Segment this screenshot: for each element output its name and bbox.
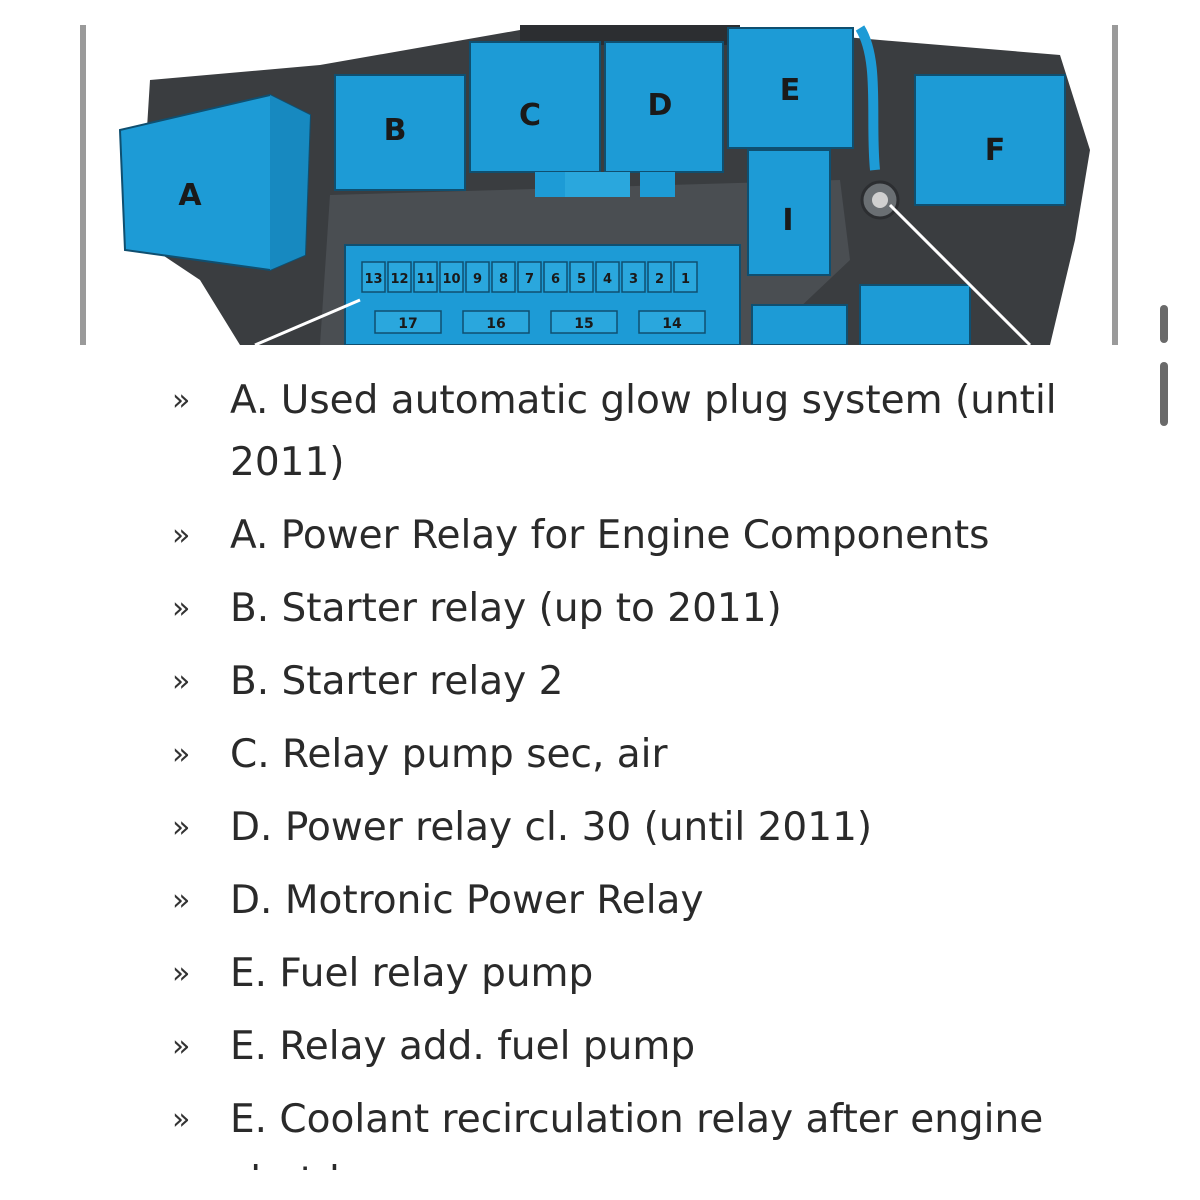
fuse-slot <box>465 261 490 293</box>
fuse-number: 7 <box>525 272 534 287</box>
relay-list-item-text: E. Relay add. fuel pump <box>230 1024 696 1069</box>
relay-list-item: » D. Power relay cl. 30 (until 2011) <box>0 797 1200 859</box>
fuse-number: 8 <box>499 272 508 287</box>
fuse-slot-large <box>638 310 706 334</box>
bullet-icon: » <box>172 810 191 845</box>
relay-i: I <box>747 149 831 276</box>
fuse-slot <box>647 261 672 293</box>
relay-label-e: E <box>780 73 801 108</box>
relay-list-item: » B. Starter relay (up to 2011) <box>0 578 1200 640</box>
bullet-icon: » <box>172 737 191 772</box>
fuse-slot-large <box>462 310 530 334</box>
fuse-number: 10 <box>442 272 460 287</box>
bullet-icon: » <box>172 383 191 418</box>
fuse-top-row: 13 12 11 10 9 8 7 6 5 4 3 2 1 <box>361 261 698 293</box>
relay-e: E <box>727 27 854 149</box>
bullet-icon: » <box>172 883 191 918</box>
fuse-number: 12 <box>390 272 408 287</box>
fuse-number: 1 <box>681 272 690 287</box>
fuse-number: 4 <box>603 272 612 287</box>
pointer-line-left <box>254 298 361 345</box>
fuse-slot <box>595 261 620 293</box>
bullet-icon: » <box>172 1102 191 1137</box>
cable <box>855 25 880 171</box>
relay-list-item-text: E. Fuel relay pump <box>230 951 594 996</box>
relay-list-item-text: A. Power Relay for Engine Components <box>230 513 990 558</box>
relay-label-b: B <box>384 113 407 148</box>
viewport-bottom-edge <box>0 1170 1200 1200</box>
fuse-number: 13 <box>364 272 382 287</box>
relay-box-diagram: A B C D E F I <box>80 25 1118 345</box>
relay-list-item-text: B. Starter relay 2 <box>230 659 564 704</box>
bullet-icon: » <box>172 956 191 991</box>
relay-f: F <box>914 74 1066 206</box>
diagram-frame-left <box>80 25 86 345</box>
fuse-number-large: 15 <box>574 316 593 332</box>
fuse-number-large: 16 <box>486 316 505 332</box>
relay-d: D <box>604 41 724 173</box>
fuse-block: 13 12 11 10 9 8 7 6 5 4 3 2 1 17 16 15 14 <box>344 244 741 345</box>
relay-b: B <box>334 74 466 191</box>
fuse-slot-large <box>374 310 442 334</box>
fuse-number: 11 <box>416 272 434 287</box>
relay-label-i: I <box>782 203 793 238</box>
fuse-number-large: 14 <box>662 316 682 332</box>
fuse-number: 6 <box>551 272 560 287</box>
relay-label-f: F <box>985 133 1006 168</box>
bullet-icon: » <box>172 664 191 699</box>
relay-list-item: » D. Motronic Power Relay <box>0 870 1200 932</box>
fuse-number: 3 <box>629 272 638 287</box>
relay-list-item: » A. Used automatic glow plug system (unt… <box>0 370 1200 494</box>
relay-list-item-text: C. Relay pump sec, air <box>230 732 668 777</box>
bullet-icon: » <box>172 591 191 626</box>
fuse-number: 2 <box>655 272 664 287</box>
fuse-slot-large <box>550 310 618 334</box>
relay-list-item: » E. Fuel relay pump <box>0 943 1200 1005</box>
relay-list-item: » B. Starter relay 2 <box>0 651 1200 713</box>
bullet-icon: » <box>172 518 191 553</box>
fuse-slot <box>621 261 646 293</box>
fuse-slot <box>517 261 542 293</box>
scrollbar-handle-top[interactable] <box>1160 305 1168 343</box>
relay-list-item-text: A. Used automatic glow plug system (unti… <box>230 378 1057 485</box>
relay-label-c: C <box>519 98 541 133</box>
pointer-line-right <box>888 203 1032 345</box>
fuse-slot <box>569 261 594 293</box>
fuse-slot <box>387 261 412 293</box>
fuse-slot <box>673 261 698 293</box>
relay-list-item-text: B. Starter relay (up to 2011) <box>230 586 782 631</box>
bullet-icon: » <box>172 1029 191 1064</box>
fuse-bottom-row: 17 16 15 14 <box>374 310 706 334</box>
fuse-slot <box>361 261 386 293</box>
relay-description-list: » A. Used automatic glow plug system (unt… <box>0 370 1200 1200</box>
diagram-frame-right <box>1112 25 1118 345</box>
relay-c: C <box>469 41 601 173</box>
relay-list-item: » E. Relay add. fuel pump <box>0 1016 1200 1078</box>
relay-list-item: » A. Power Relay for Engine Components <box>0 505 1200 567</box>
fuse-slot <box>439 261 464 293</box>
relay-label-d: D <box>648 88 673 123</box>
relay-a: A <box>118 93 312 272</box>
relay-list-item: » C. Relay pump sec, air <box>0 724 1200 786</box>
relay-label-a: A <box>178 178 202 213</box>
fuse-number: 9 <box>473 272 482 287</box>
fuse-slot <box>413 261 438 293</box>
relay-list-item-text: D. Power relay cl. 30 (until 2011) <box>230 805 873 850</box>
fuse-number-large: 17 <box>398 316 417 332</box>
fuse-slot <box>543 261 568 293</box>
fuse-slot <box>491 261 516 293</box>
relay-list-item-text: D. Motronic Power Relay <box>230 878 704 923</box>
fuse-number: 5 <box>577 272 586 287</box>
scrollbar-handle[interactable] <box>1160 362 1168 426</box>
